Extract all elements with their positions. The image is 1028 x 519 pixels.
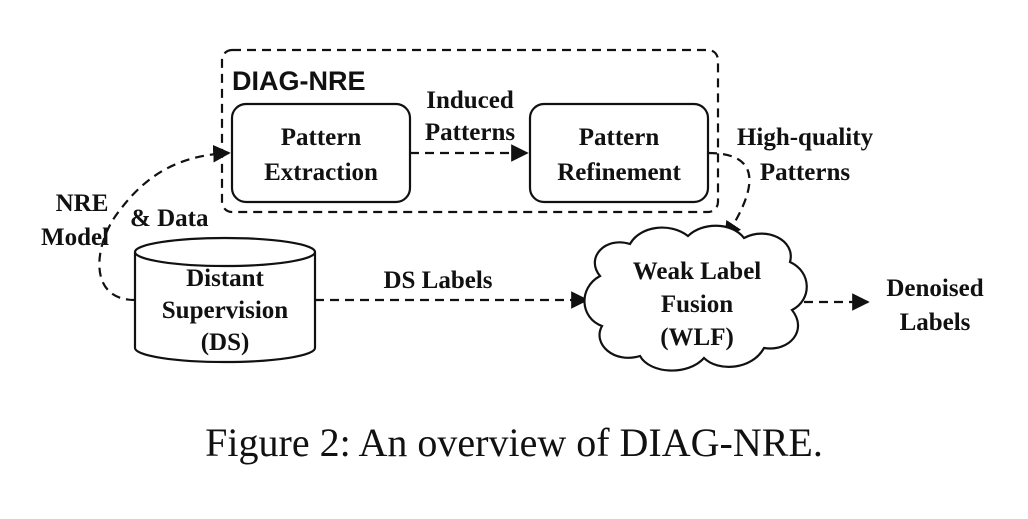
pattern-extraction-line-2: Extraction — [264, 159, 378, 186]
diag-nre-group-box — [220, 48, 720, 214]
figure-caption: Figure 2: An overview of DIAG-NRE. — [205, 420, 823, 465]
pattern-refinement-line-1: Pattern — [579, 124, 660, 151]
diag-nre-group-title: DIAG-NRE — [232, 66, 366, 96]
high-quality-patterns-arrow — [707, 151, 751, 240]
wlf-line-1: Weak Label — [633, 258, 762, 285]
pattern-refinement-node: Pattern Refinement — [528, 102, 710, 204]
wlf-line-2: Fusion — [661, 291, 733, 318]
pattern-extraction-line-1: Pattern — [281, 124, 362, 151]
induced-patterns-label-2: Patterns — [425, 119, 516, 146]
pattern-refinement-line-2: Refinement — [557, 159, 681, 186]
distant-supervision-line-1: Distant — [186, 265, 264, 292]
nre-model-label-2: Model — [41, 224, 109, 251]
high-quality-patterns-label-2: Patterns — [760, 159, 851, 186]
nre-model-data-arrow — [98, 144, 231, 302]
denoised-labels-line-2: Labels — [900, 309, 971, 336]
denoised-labels-line-1: Denoised — [886, 275, 983, 302]
nre-model-label-1: NRE — [56, 190, 109, 217]
distant-supervision-node: Distant Supervision (DS) — [133, 236, 317, 364]
wlf-line-3: (WLF) — [660, 324, 734, 351]
high-quality-patterns-label-1: High-quality — [737, 124, 874, 151]
distant-supervision-line-2: Supervision — [162, 297, 289, 324]
weak-label-fusion-node: Weak Label Fusion (WLF) — [583, 224, 808, 372]
wlf-cloud-shape — [583, 224, 808, 372]
ds-labels-label: DS Labels — [383, 267, 492, 294]
and-data-label: & Data — [130, 205, 209, 232]
pattern-extraction-node: Pattern Extraction — [230, 102, 412, 204]
induced-patterns-label-1: Induced — [426, 87, 514, 114]
distant-supervision-line-3: (DS) — [201, 329, 250, 356]
